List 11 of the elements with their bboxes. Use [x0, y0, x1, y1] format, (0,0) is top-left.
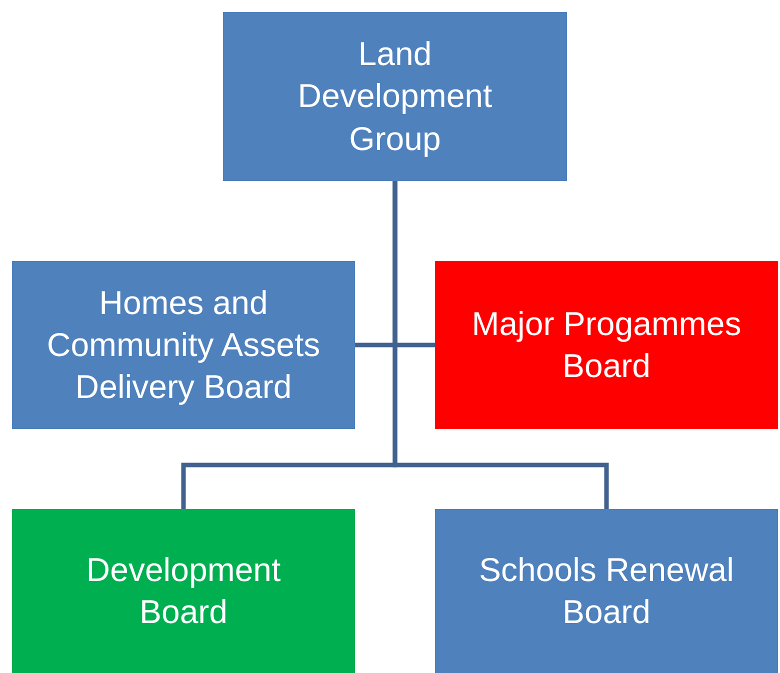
box-label: Development Board [85, 550, 282, 632]
box-label: Schools Renewal Board [478, 550, 735, 632]
box-label: Homes and Community Assets Delivery Board [46, 282, 322, 408]
org-box [223, 12, 567, 181]
box-label: Major Progammes Board [470, 304, 742, 386]
box-label: Land Development Group [296, 34, 494, 159]
connector-line [392, 181, 609, 509]
org-box [12, 509, 355, 673]
org-box [12, 261, 355, 429]
org-box [435, 261, 778, 429]
org-box [435, 509, 778, 673]
